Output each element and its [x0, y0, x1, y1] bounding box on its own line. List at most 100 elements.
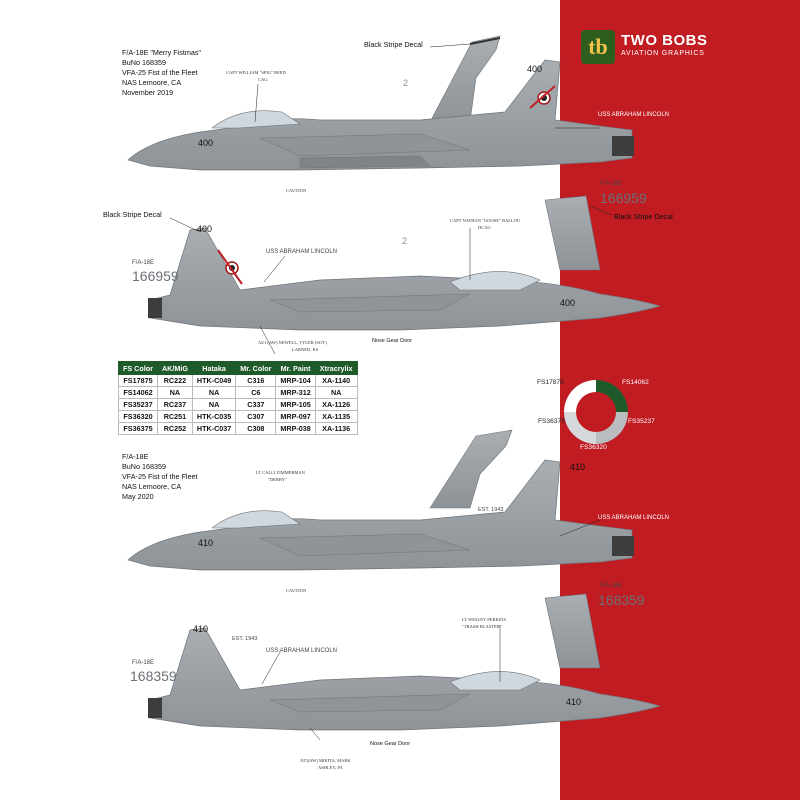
table-row: FS36320 RC251 HTK-C035 C307 MRP-097 XA-1…	[118, 410, 358, 423]
pilot-name-3: LT CALLI ZIMMERMAN	[256, 470, 306, 475]
table-cell: MRP-312	[275, 386, 316, 399]
modex-410-fin-4: 410	[193, 624, 209, 634]
fa18e-label-2: F/A-18E	[132, 260, 155, 266]
modex-400-nose-1: 400	[198, 138, 214, 148]
table-cell: RC237	[156, 398, 193, 411]
scheme1-line: November 2019	[122, 88, 174, 97]
nose-gear-door-label-1: Nose Gear Door	[372, 338, 413, 344]
col-hataka: Hataka	[191, 361, 237, 375]
brand-subtitle: AVIATION GRAPHICS	[621, 50, 705, 57]
scheme2-line: May 2020	[122, 492, 154, 501]
caution-stencil-2: CAUTION	[286, 588, 307, 593]
table-cell: FS36375	[118, 422, 158, 435]
scheme1-line: VFA-25 Fist of the Fleet	[122, 68, 198, 77]
pilot-role-2: DCAG	[478, 225, 491, 230]
ship-name-3: USS ABRAHAM LINCOLN	[598, 515, 670, 521]
fa18e-label-1: F/A-18E	[600, 181, 623, 187]
est-label-3: EST. 1943	[478, 507, 504, 513]
table-cell: HTK-C035	[191, 410, 237, 423]
col-fs-color: FS Color	[118, 361, 158, 375]
ring-label-fs36375: FS36375	[538, 418, 565, 425]
modex-410-nose-3: 410	[198, 538, 214, 548]
plane-captain-1-hometown: LARNED, KS	[292, 347, 319, 352]
table-cell: FS14062	[118, 386, 158, 399]
nose-gear-door-label-2: Nose Gear Door	[370, 741, 411, 747]
table-cell: XA-1126	[314, 398, 358, 411]
pilot-name-2: CAPT NATHAN "GOOSE" BALLOU	[450, 218, 521, 223]
bureau-number-2: 166959	[132, 268, 179, 284]
black-stripe-label-3: Black Stripe Decal	[614, 212, 673, 221]
table-cell: FS17875	[118, 374, 158, 387]
scheme2-line: BuNo 168359	[122, 462, 166, 471]
fa18e-label-4: F/A-18E	[132, 660, 155, 666]
table-row: FS35237 RC237 NA C337 MRP-105 XA-1126	[118, 398, 358, 411]
col-ak-mig: AK/MiG	[156, 361, 193, 375]
table-cell: XA-1135	[314, 410, 358, 423]
ship-name-2: USS ABRAHAM LINCOLN	[266, 249, 338, 255]
col-mr-paint: Mr. Paint	[275, 361, 316, 375]
table-cell: XA-1140	[314, 374, 358, 387]
aircraft-profile-2	[148, 195, 662, 331]
pilot-callsign-3: "DERBY"	[268, 477, 287, 482]
table-cell: NA	[156, 386, 193, 399]
pilot-role-1: CAG	[258, 77, 268, 82]
scheme2-line: VFA-25 Fist of the Fleet	[122, 472, 198, 481]
table-cell: RC222	[156, 374, 193, 387]
col-mr-color: Mr. Color	[235, 361, 277, 375]
caution-stencil-1: CAUTION	[286, 188, 307, 193]
black-stripe-label-2: Black Stripe Decal	[103, 210, 162, 219]
table-cell: HTK-C049	[191, 374, 237, 387]
ring-label-fs35237: FS35237	[628, 418, 655, 425]
table-cell: MRP-097	[275, 410, 316, 423]
pilot-name-4: LT WESLEY PERKINS	[462, 617, 507, 622]
col-xtracrylix: Xtracrylix	[314, 361, 358, 375]
scheme1-line: BuNo 168359	[122, 58, 166, 67]
modex-410-fin-3: 410	[570, 462, 586, 472]
plane-captain-1: AZ1 (AW) NEWELL, TYLER (SOY)	[258, 340, 327, 345]
bureau-number-3: 168359	[598, 592, 645, 608]
color-reference-table: FS Color AK/MiG Hataka Mr. Color Mr. Pai…	[118, 361, 358, 435]
fa18e-label-3: F/A-18E	[600, 583, 623, 589]
table-cell: C337	[235, 398, 277, 411]
scheme1-line: F/A-18E "Merry Fistmas"	[122, 48, 201, 57]
scheme2-line: F/A-18E	[122, 452, 149, 461]
ring-label-fs14062: FS14062	[622, 379, 649, 386]
table-cell: FS35237	[118, 398, 158, 411]
plane-captain-2: AT3(AW) MIKITA, MARK	[300, 758, 351, 763]
bureau-number-1: 166959	[600, 190, 647, 206]
modex-400-nose-2: 400	[560, 298, 576, 308]
pilot-name-1: CAPT WILLIAM "SPIG" REED	[226, 70, 286, 75]
aircraft-profile-1	[127, 35, 634, 171]
ship-name-1: USS ABRAHAM LINCOLN	[598, 112, 670, 118]
ship-name-4: USS ABRAHAM LINCOLN	[266, 648, 338, 654]
table-cell: NA	[191, 398, 237, 411]
table-header-row: FS Color AK/MiG Hataka Mr. Color Mr. Pai…	[118, 361, 358, 375]
table-cell: NA	[191, 386, 237, 399]
modex-400-fin-2: 400	[197, 224, 213, 234]
two-bobs-logo-icon: tb	[581, 30, 615, 64]
table-cell: XA-1136	[314, 422, 358, 435]
pilot-callsign-4: "TRASH BLASTER"	[462, 624, 502, 629]
number-2-2: 2	[402, 236, 408, 246]
brand-name: TWO BOBS	[621, 32, 708, 49]
number-2-1: 2	[403, 78, 409, 88]
scheme2-info: F/A-18E BuNo 168359 VFA-25 Fist of the F…	[122, 452, 198, 502]
table-cell: FS36320	[118, 410, 158, 423]
table-cell: C6	[235, 386, 277, 399]
table-cell: MRP-104	[275, 374, 316, 387]
scheme1-info: F/A-18E "Merry Fistmas" BuNo 168359 VFA-…	[122, 48, 201, 98]
table-cell: HTK-C037	[191, 422, 237, 435]
table-cell: NA	[314, 386, 358, 399]
color-ring	[564, 380, 628, 444]
table-row: FS17875 RC222 HTK-C049 C316 MRP-104 XA-1…	[118, 374, 358, 387]
aircraft-profile-4	[148, 593, 662, 731]
modex-400-fin-1: 400	[527, 64, 543, 74]
table-cell: C316	[235, 374, 277, 387]
leader-lines	[169, 43, 613, 741]
table-cell: C307	[235, 410, 277, 423]
table-cell: MRP-105	[275, 398, 316, 411]
modex-410-nose-4: 410	[566, 697, 582, 707]
ring-label-fs36320: FS36320	[580, 444, 607, 451]
ring-label-fs17875: FS17875	[537, 379, 564, 386]
